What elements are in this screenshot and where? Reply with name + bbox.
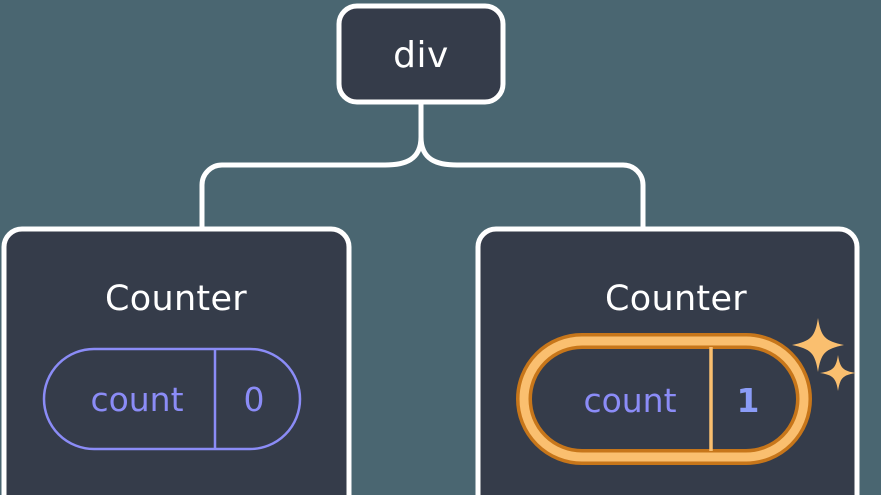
node-counter-left-box[interactable] [1,226,352,495]
state-pill-right-highlight-inner[interactable] [519,336,809,462]
edge-div-to-counter-right [418,134,646,230]
edge-group [199,98,646,230]
state-pill-right-value: 1 [737,381,760,420]
edge-div-to-counter-left [199,134,424,230]
sparkle-small-icon [820,355,856,391]
state-pill-right-name: count [583,381,676,420]
state-pill-right[interactable]: count 1 [516,333,812,465]
node-counter-right-label: Counter [605,279,747,319]
node-counter-right[interactable]: Counter count 1 [475,226,860,495]
state-pill-left-outline[interactable] [42,347,302,451]
node-div-label: div [393,35,449,76]
node-div[interactable]: div [336,3,506,105]
node-counter-left-label: Counter [105,279,247,319]
node-div-box[interactable] [336,3,506,105]
state-pill-left[interactable]: count 0 [42,347,302,451]
sparkle-group [792,318,856,391]
node-counter-right-box[interactable] [475,226,860,495]
node-counter-left[interactable]: Counter count 0 [1,226,352,495]
state-pill-left-value: 0 [244,380,265,419]
sparkle-large-icon [792,318,844,372]
state-pill-left-name: count [90,380,183,419]
